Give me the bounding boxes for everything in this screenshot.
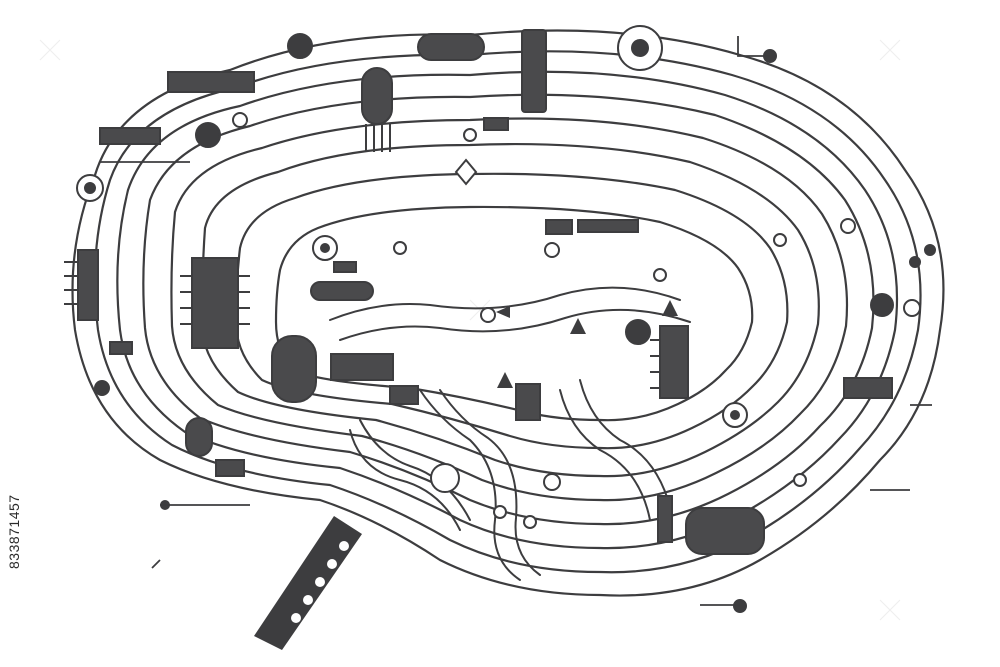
- brain-folds: [329, 286, 691, 581]
- stock-id-label: 833871457: [6, 494, 22, 570]
- circuit-components: [77, 29, 893, 555]
- peripheral-traces: [100, 36, 932, 606]
- circuit-nodes: [76, 25, 936, 613]
- watermark-pattern: [39, 39, 901, 621]
- brain-stem-connector: [254, 516, 362, 650]
- component-pins: [64, 124, 660, 389]
- circuit-arrows: [454, 158, 678, 388]
